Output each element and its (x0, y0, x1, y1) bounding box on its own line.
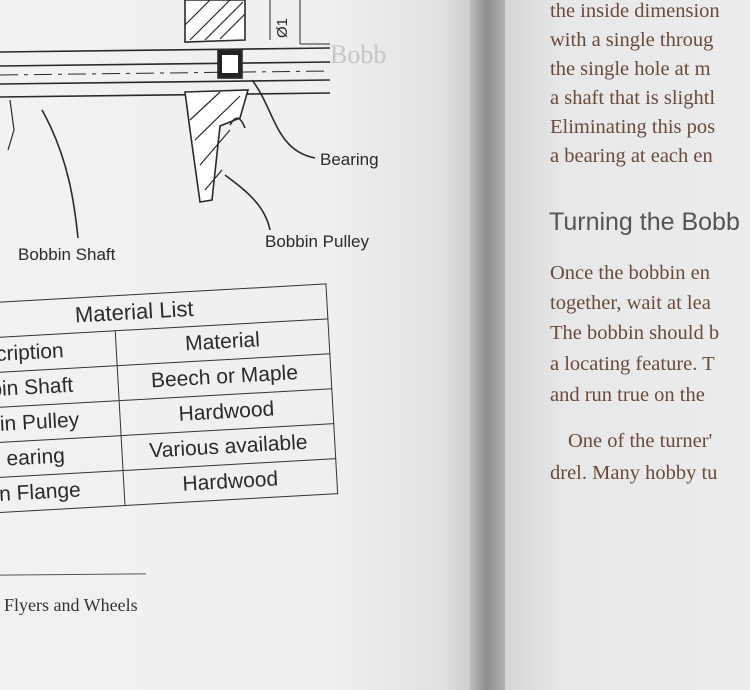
pulley-leader (224, 174, 271, 231)
body-line: One of the turner' (568, 430, 713, 452)
callout-bobbin-shaft: Bobbin Shaft (18, 245, 116, 264)
body-line: a locating feature. T (550, 353, 715, 375)
body-line: a shaft that is slightl (550, 87, 716, 109)
section-heading: Turning the Bobb (549, 208, 740, 236)
shaft-leader (41, 109, 79, 239)
show-through-text: Bobb (330, 40, 387, 69)
body-line: drel. Many hobby tu (550, 462, 718, 484)
body-line: and run true on the (550, 384, 705, 406)
bobbin-assembly-drawing: Ø1 (0, 0, 331, 239)
body-line: the single hole at m (550, 58, 711, 80)
center-line (0, 70, 331, 76)
shaft-top-edge (0, 47, 331, 53)
body-line: a bearing at each en (550, 145, 713, 167)
body-line: together, wait at lea (550, 292, 711, 314)
body-line: the inside dimension (550, 0, 720, 22)
pulley-groove (229, 117, 246, 129)
material-list-table: Material List cription Material bin Shaf… (0, 283, 338, 516)
body-line: The bobbin should b (550, 322, 720, 344)
body-line: with a single throug (550, 29, 714, 51)
callout-bearing: Bearing (320, 150, 379, 169)
right-book-page (505, 0, 750, 690)
body-line: Eliminating this pos (550, 116, 716, 138)
dimension-label: Ø1 (274, 18, 291, 38)
bearing-leader (251, 79, 316, 159)
callout-bobbin-pulley: Bobbin Pulley (265, 232, 369, 251)
material-list-table-wrapper: Material List cription Material bin Shaf… (0, 283, 338, 516)
body-line: Once the bobbin en (550, 262, 710, 284)
shaft-bottom-edge (0, 92, 331, 98)
page-footer: Flyers and Wheels (4, 595, 138, 615)
